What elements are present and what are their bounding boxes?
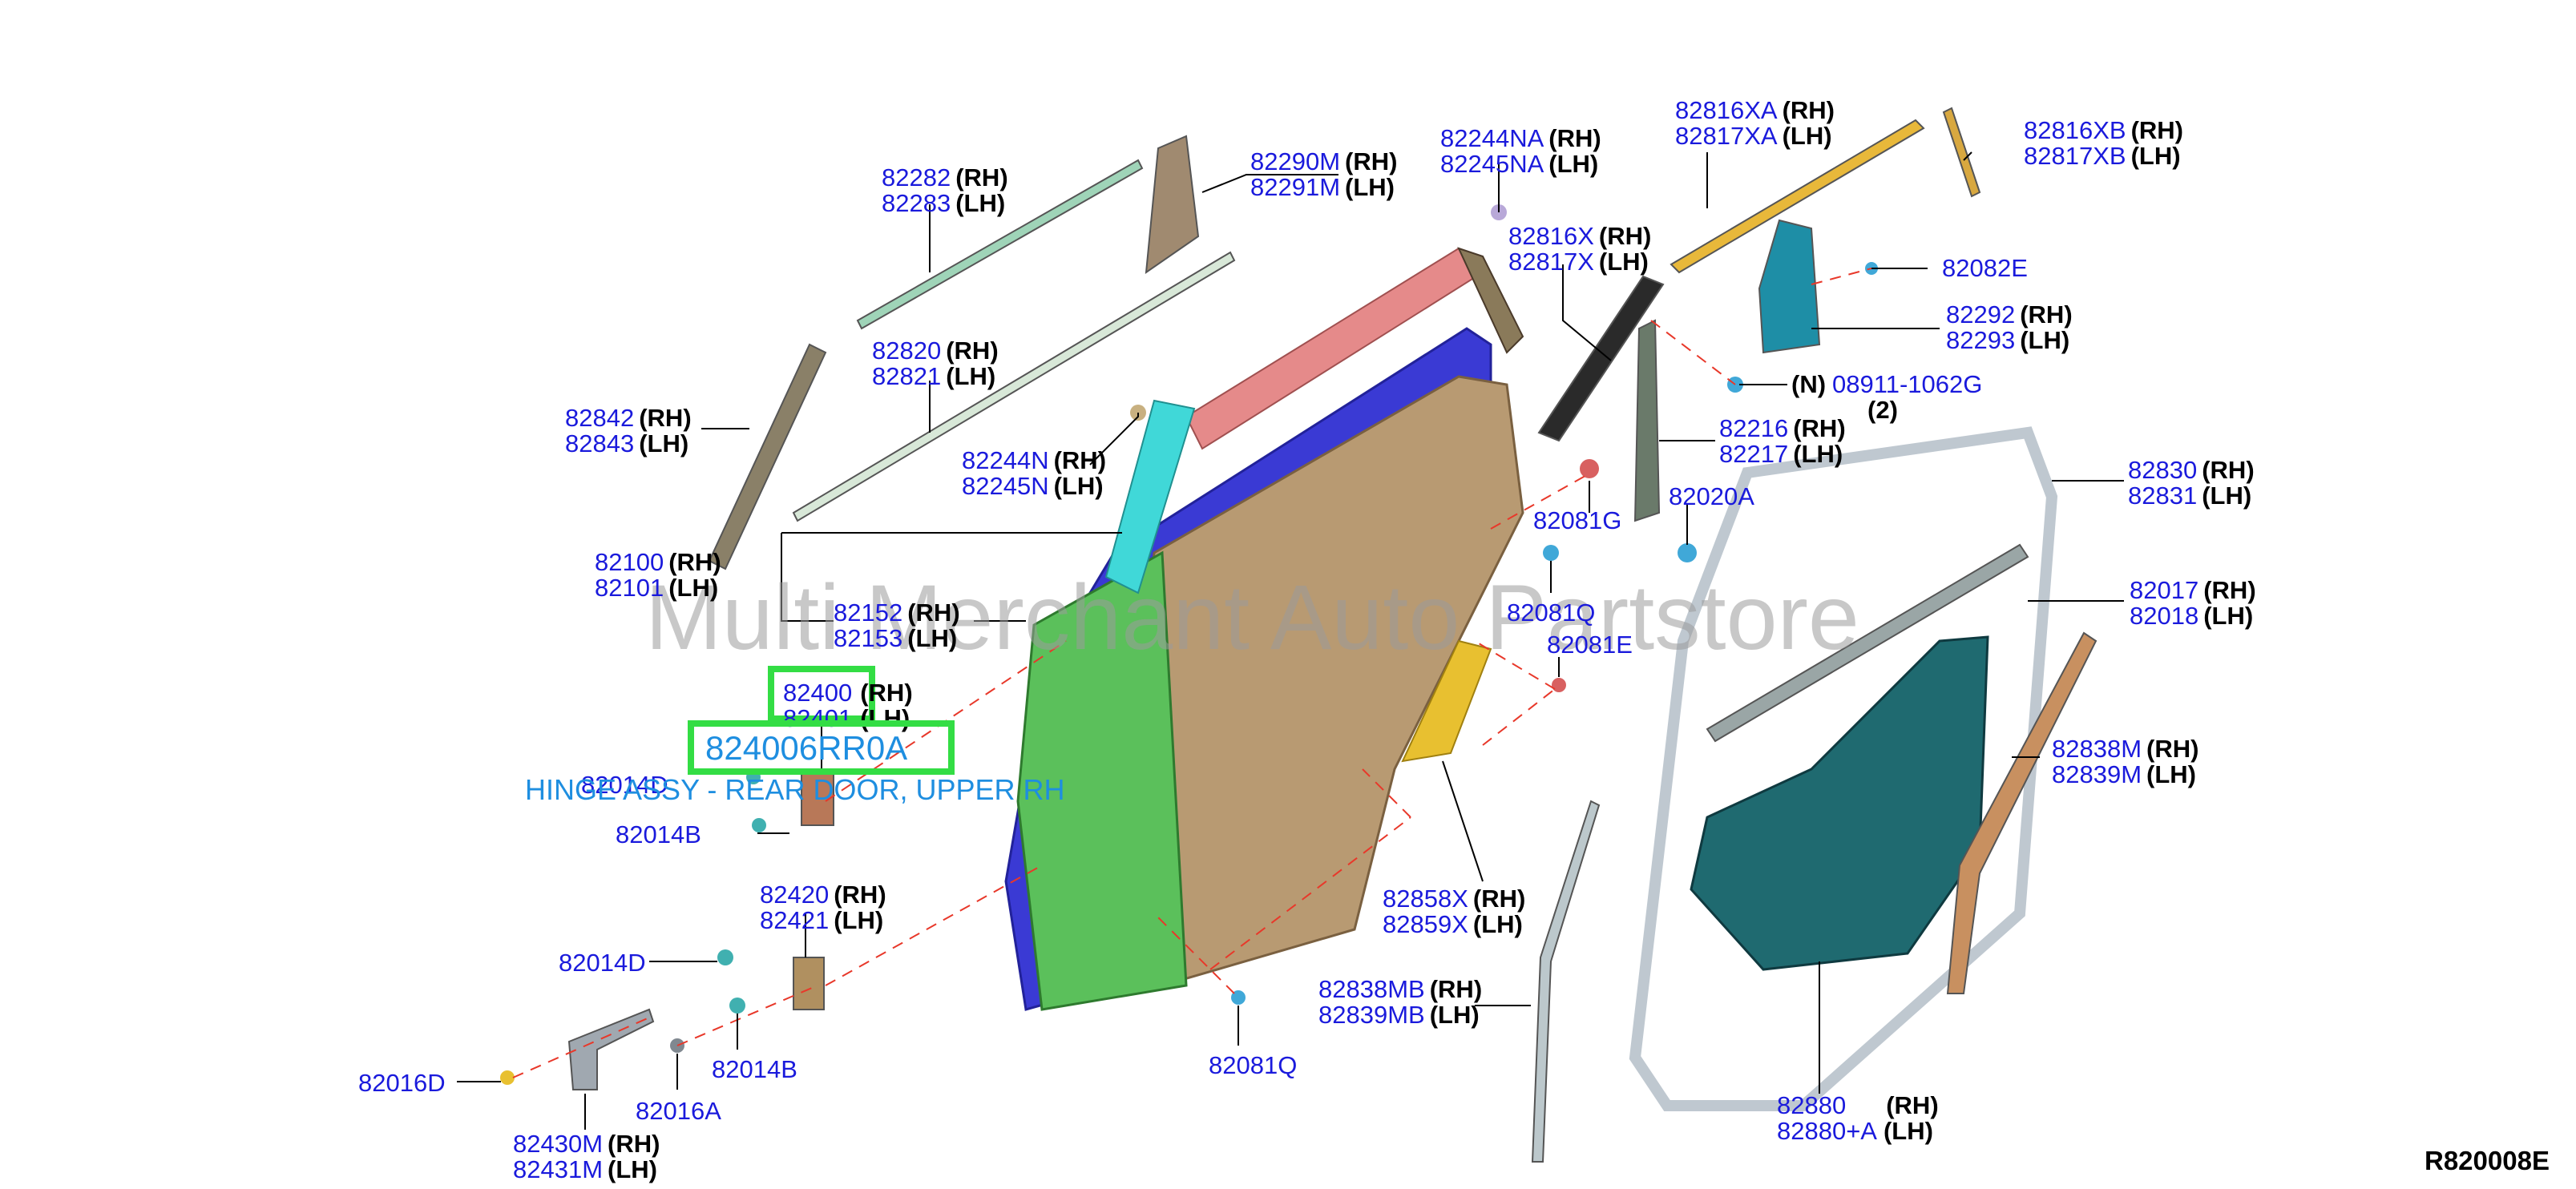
callout-82816XB[interactable]: 82816XB(RH) 82817XB(LH) (2024, 116, 2186, 170)
window-sash-rear (1457, 247, 1524, 354)
callout-82216[interactable]: 82216(RH) 82217(LH) (1719, 414, 1849, 468)
clip-82081E (1552, 678, 1566, 692)
diagram-code: R820008E (2425, 1146, 2550, 1175)
check-link-82430M (567, 1008, 655, 1090)
strip-82838MB (1531, 800, 1601, 1163)
clip-82014D-lower (717, 949, 733, 965)
weatherstrip-82216 (1633, 319, 1661, 522)
clip-82014B-lower (729, 998, 745, 1014)
moulding-82816X (1537, 275, 1665, 442)
highlight-part-number[interactable]: 824006RR0A (705, 729, 907, 767)
clip-82081Q-upper (1543, 545, 1559, 561)
callout-82081G[interactable]: 82081G (1533, 506, 1621, 534)
seal-82017 (1706, 543, 2029, 743)
highlight-box-82400 (768, 666, 875, 722)
callout-82816XA[interactable]: 82816XA(RH) 82817XA(LH) (1675, 96, 1838, 150)
callout-82016D[interactable]: 82016D (358, 1069, 446, 1097)
callout-82820[interactable]: 82820(RH) 82821(LH) (872, 337, 1002, 390)
callout-82816X[interactable]: 82816X(RH) 82817X(LH) (1508, 222, 1655, 276)
bolt-82016D (500, 1070, 515, 1085)
moulding-82842 (708, 343, 827, 570)
hinge-82420 (793, 957, 825, 1010)
callout-82014D-upper[interactable]: 82014D (581, 771, 668, 799)
callout-labels: 82282(RH) 82283(LH) 82290M(RH) 82291M(LH… (358, 96, 2259, 1183)
callout-82014B-lower[interactable]: 82014B (712, 1055, 797, 1083)
callout-82081Q-lower[interactable]: 82081Q (1209, 1051, 1297, 1079)
callout-82016A[interactable]: 82016A (636, 1097, 721, 1125)
part-illustrations (500, 107, 2098, 1163)
clip-82081Q-lower (1231, 990, 1246, 1005)
callout-82880[interactable]: 82880(RH) 82880+A(LH) (1777, 1091, 1942, 1145)
callout-82244N[interactable]: 82244N(RH) 82245N(LH) (962, 446, 1109, 500)
sash-82816XB (1942, 107, 1981, 198)
clip-82014B-upper (752, 818, 766, 832)
callout-82081Q-upper[interactable]: 82081Q (1507, 599, 1595, 627)
sash-82816XA (1670, 119, 1925, 274)
callout-82282[interactable]: 82282(RH) 82283(LH) (882, 163, 1011, 217)
highlight-part-number-box (688, 720, 955, 775)
callout-82020A[interactable]: 82020A (1669, 482, 1754, 510)
callout-82858X[interactable]: 82858X(RH) 82859X(LH) (1383, 885, 1529, 938)
callout-82290M[interactable]: 82290M(RH) 82291M(LH) (1250, 147, 1401, 201)
callout-82017[interactable]: 82017(RH) 82018(LH) (2130, 576, 2259, 630)
clip-82081G (1580, 459, 1599, 478)
moulding-82820 (792, 251, 1236, 522)
hinge-82400 (801, 768, 834, 826)
strip-82838M (1946, 631, 2098, 994)
callout-82244NA[interactable]: 82244NA(RH) 82245NA(LH) (1440, 124, 1605, 178)
callout-82292[interactable]: 82292(RH) 82293(LH) (1946, 300, 2076, 354)
callout-82420[interactable]: 82420(RH) 82421(LH) (760, 881, 890, 934)
leader-lines (457, 151, 2124, 1130)
callout-82082E[interactable]: 82082E (1942, 254, 2028, 282)
callout-82014B-upper[interactable]: 82014B (616, 820, 701, 848)
garnish-82290M (1145, 135, 1200, 275)
sealing-screen-82880 (1690, 635, 1989, 971)
callout-82838M[interactable]: 82838M(RH) 82839M(LH) (2052, 735, 2203, 788)
moulding-82282 (856, 159, 1144, 330)
callout-82430M[interactable]: 82430M(RH) 82431M(LH) (513, 1130, 664, 1183)
window-sash-front (1104, 399, 1196, 594)
callout-82081E[interactable]: 82081E (1547, 631, 1633, 659)
callout-82014D-lower[interactable]: 82014D (559, 949, 646, 977)
weatherstrip-82830 (1629, 426, 2058, 1111)
pad-82858X (1401, 639, 1492, 763)
callout-82842[interactable]: 82842(RH) 82843(LH) (565, 404, 695, 457)
callout-08911-1062G[interactable]: (N)08911-1062G (2) (1791, 370, 1986, 424)
seal-82292 (1758, 219, 1821, 354)
callout-82152[interactable]: 82152(RH) 82153(LH) (834, 599, 963, 652)
watermark: Multi Merchant Auto Partstore (645, 566, 1859, 669)
callout-82100[interactable]: 82100(RH) 82101(LH) (595, 548, 725, 602)
callout-82830[interactable]: 82830(RH) 82831(LH) (2128, 456, 2258, 510)
highlight-description: HINGE ASSY - REAR DOOR, UPPER RH (525, 773, 1064, 806)
callout-82838MB[interactable]: 82838MB(RH) 82839MB(LH) (1318, 975, 1486, 1029)
callout-82400[interactable]: 82400(RH) 82401(LH) (783, 679, 916, 732)
clip-82020A (1678, 543, 1697, 562)
